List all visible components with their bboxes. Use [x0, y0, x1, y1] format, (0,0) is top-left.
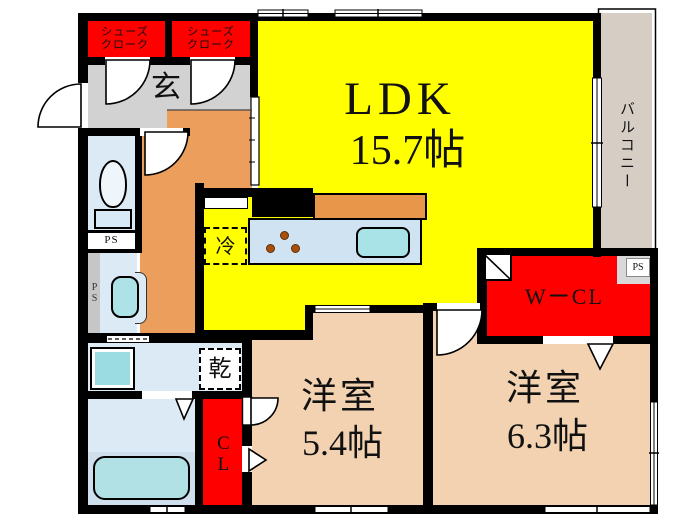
shoes-closet-label: シューズクローク: [187, 25, 235, 51]
wall: [593, 13, 601, 257]
bedroom-small-floor: [252, 340, 423, 505]
wall: [78, 128, 190, 136]
walk-in-closet-door-opening: [543, 336, 613, 344]
pipe-space-box: [88, 233, 135, 249]
pipe-space-label: PS: [632, 261, 644, 273]
wall: [195, 183, 204, 333]
hallway-floor: [140, 133, 200, 333]
wall: [135, 128, 142, 253]
washroom-sliding-door: [106, 335, 150, 343]
wall: [88, 249, 135, 253]
bedroom-large-size: 6.3帖: [506, 416, 588, 457]
shoes-closet-2: [172, 20, 250, 57]
bathtub: [93, 456, 190, 500]
shoes-closet-label: シューズクローク: [101, 25, 149, 51]
dryer-space: [199, 348, 241, 390]
refrigerator-space: [204, 227, 247, 265]
shoes-closet-door-opening: [105, 57, 150, 65]
kitchen-door-opening: [204, 197, 248, 209]
bedroom-small-size: 5.4帖: [301, 423, 383, 464]
pipe-space-box-top-right: [626, 258, 650, 277]
wall: [88, 230, 135, 233]
dryer-label: 乾: [208, 356, 232, 382]
wall: [250, 13, 258, 97]
wall: [165, 20, 172, 57]
wall: [195, 330, 313, 340]
closet-label: CL: [212, 433, 234, 475]
wall: [78, 13, 600, 21]
wall: [480, 248, 658, 256]
bedroom-large-door-opening: [437, 303, 480, 311]
shoes-closet-1: [85, 20, 165, 57]
walk-in-closet-label: WーCL: [525, 283, 604, 309]
wall: [650, 248, 658, 514]
closet-floor: [203, 399, 242, 507]
wall: [305, 305, 433, 313]
kitchen-sink: [356, 227, 410, 258]
wall: [305, 305, 313, 338]
bedroom-small-label: 洋室: [300, 376, 379, 417]
closet-door-opening: [242, 446, 252, 472]
ldk-size-label: 15.7帖: [349, 127, 466, 174]
wall: [242, 333, 252, 508]
stove-burner: [280, 231, 289, 240]
wall: [195, 391, 203, 508]
stove-burner: [266, 244, 275, 253]
wall: [78, 333, 252, 343]
wall: [78, 13, 88, 514]
front-door-opening: [78, 83, 88, 128]
toilet-door-opening: [140, 128, 183, 136]
bedroom-small-floor: [313, 313, 423, 340]
refrigerator-label: 冷: [215, 235, 236, 258]
bathroom-door-opening: [142, 391, 192, 399]
washbasin: [111, 276, 139, 318]
balcony-label: バルコニー: [618, 100, 634, 191]
counter-bar: [313, 193, 427, 220]
pipe-space-strip: [88, 253, 100, 333]
wall: [78, 505, 658, 514]
bedroom-large-floor: [477, 344, 650, 505]
toilet-bowl: [99, 160, 127, 208]
toilet-tank: [94, 209, 132, 229]
bedroom-large-label: 洋室: [505, 368, 584, 409]
washing-machine: [90, 347, 135, 390]
wall: [85, 57, 258, 65]
pipe-space-label: PS: [104, 234, 119, 247]
pipe-space-label: PS: [89, 282, 100, 304]
ldk-label: LDK: [344, 72, 456, 125]
wall: [477, 248, 487, 344]
wall: [423, 305, 433, 510]
front-door-swing: [37, 83, 82, 128]
stove-burner: [291, 244, 300, 253]
entrance-label: 玄: [151, 71, 181, 104]
shoes-closet-door-opening: [190, 57, 235, 65]
wall: [252, 188, 313, 217]
diagonal-door-box: [484, 253, 512, 281]
